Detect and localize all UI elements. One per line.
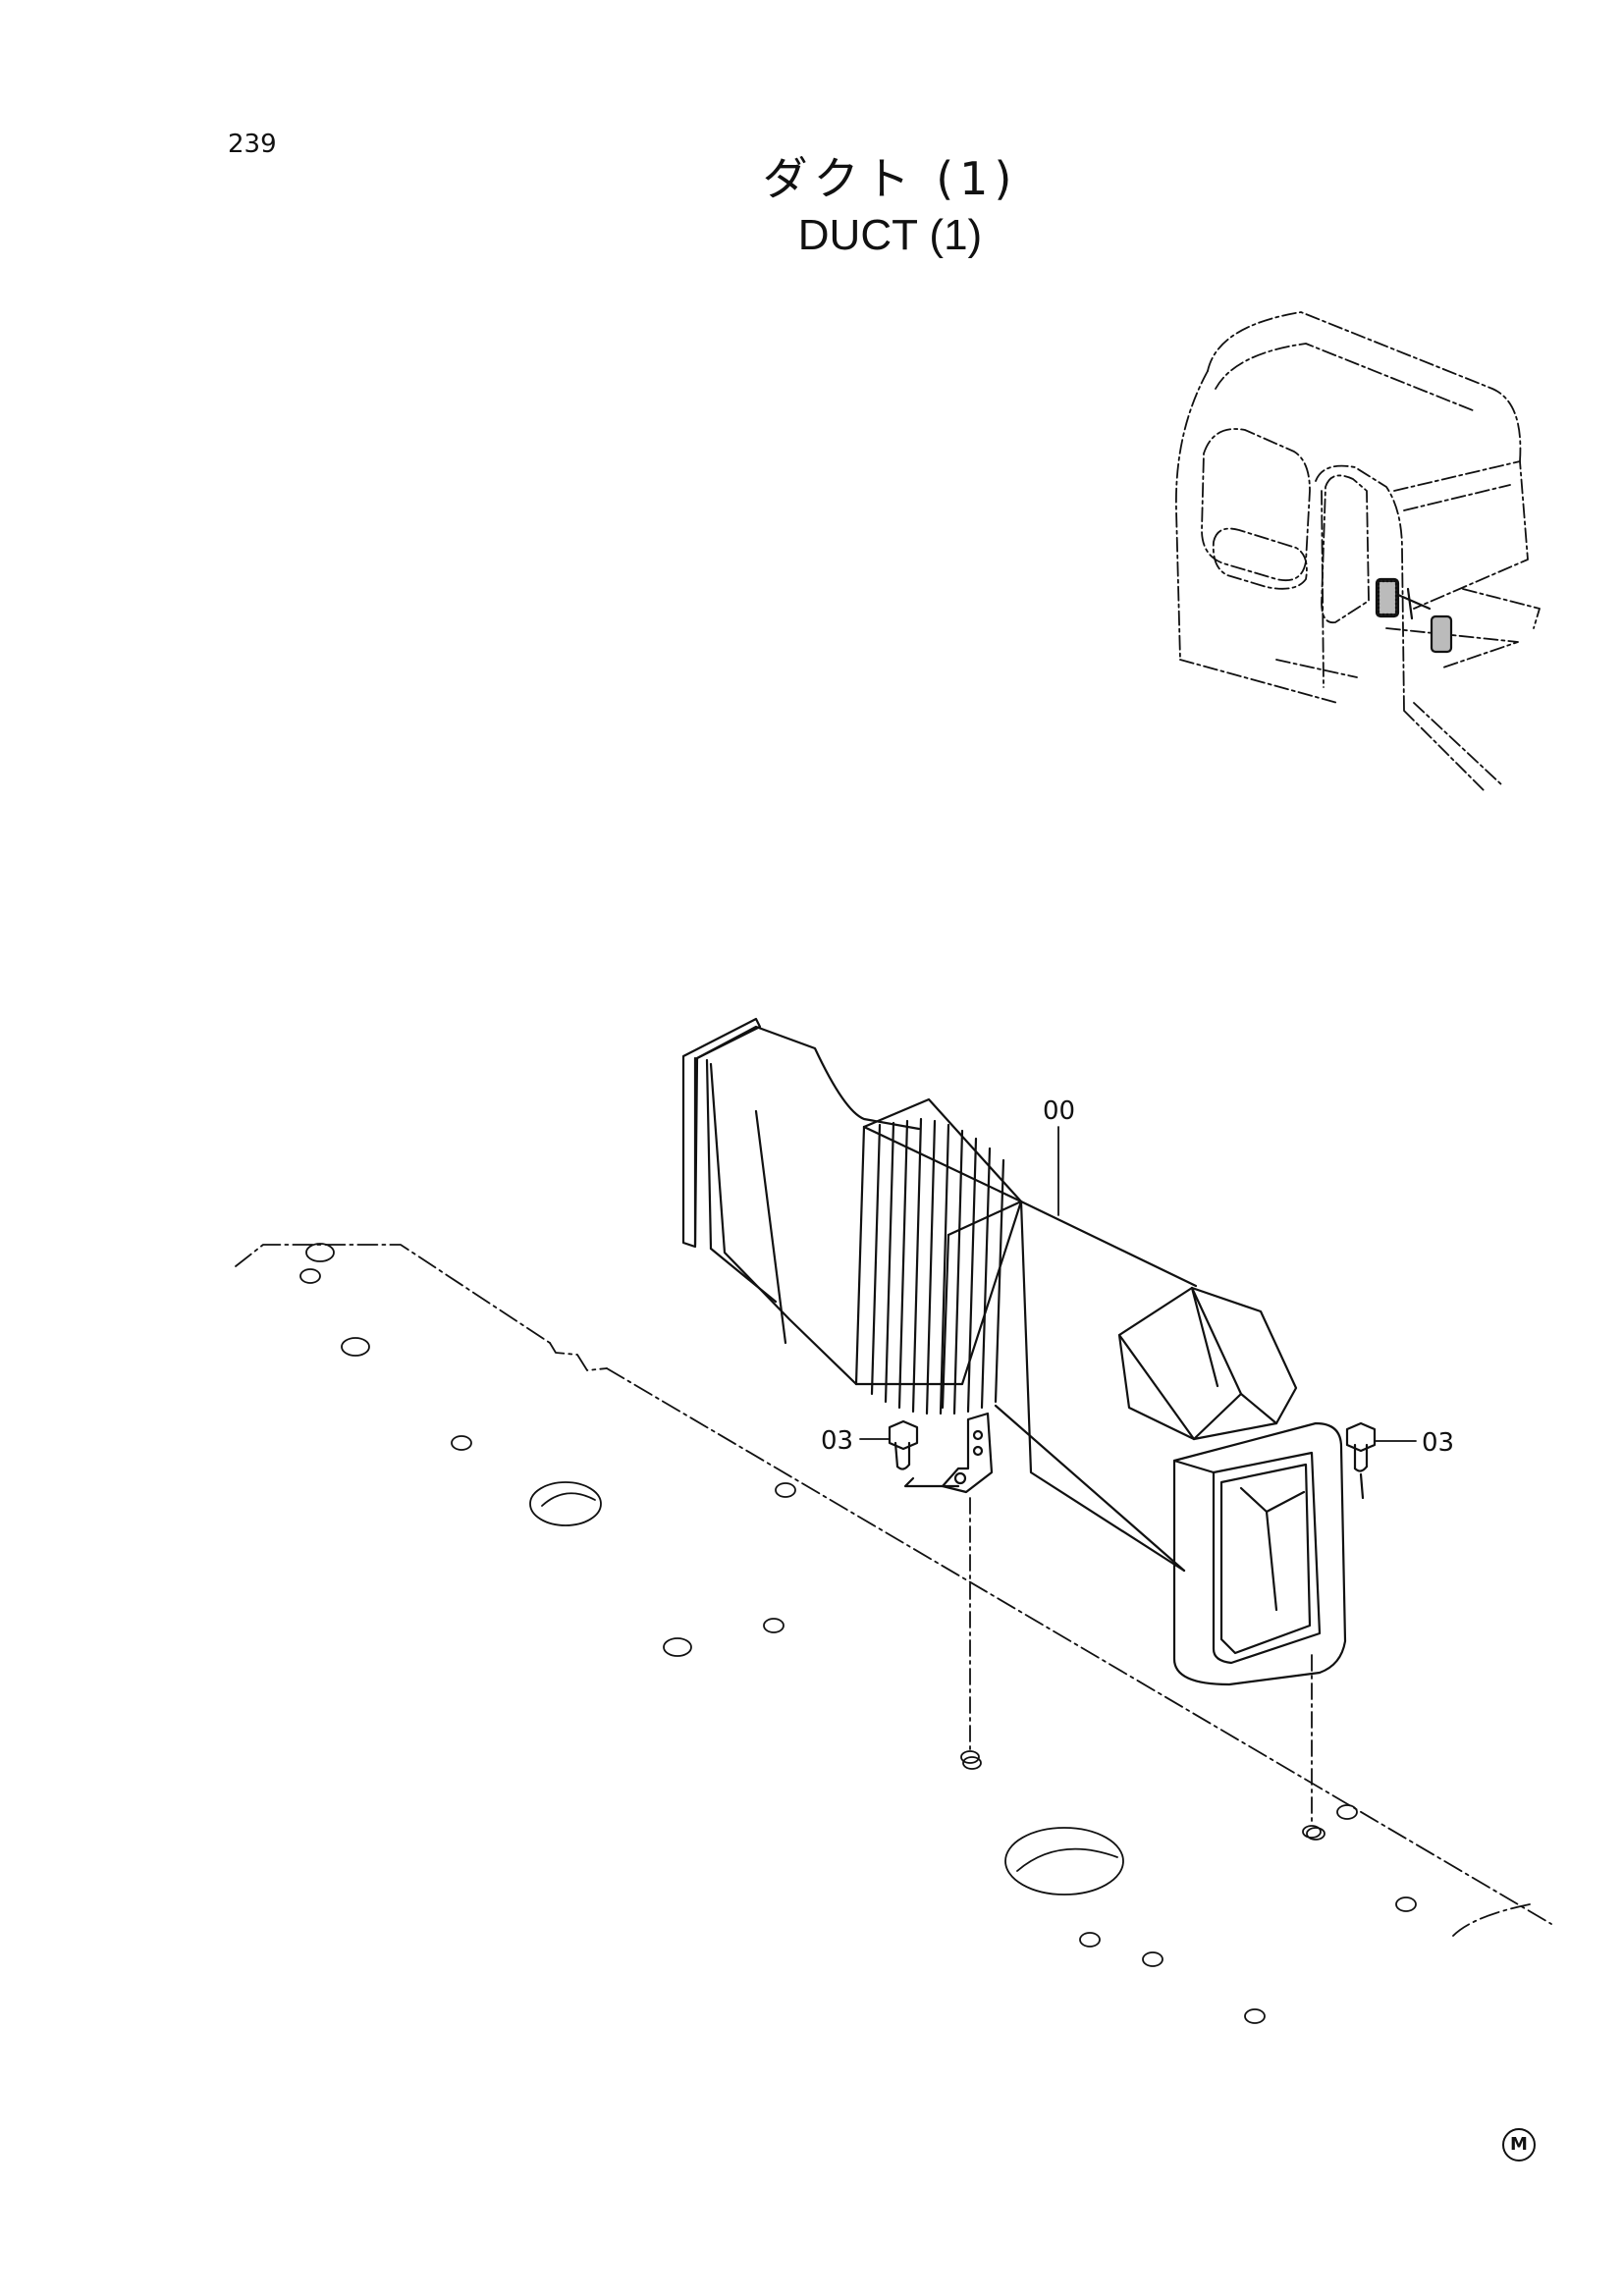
floor-plate-holes [299, 1243, 1417, 2024]
part-label-bolt-left: 03 [821, 1426, 853, 1456]
duct-assembly [681, 1017, 1347, 1686]
floor-plate [235, 1244, 1552, 1937]
cab-duct-highlight [1375, 577, 1453, 654]
title-english: DUCT (1) [797, 211, 983, 259]
bracket [941, 1412, 994, 1494]
fastener-axes [969, 1497, 1313, 1827]
bolt-left-icon [888, 1419, 960, 1488]
axis-end-holes [960, 1750, 1322, 1839]
part-label-duct: 00 [1043, 1096, 1075, 1126]
cab-overview [1175, 311, 1541, 792]
part-label-bolt-right: 03 [1422, 1428, 1454, 1458]
page-number: 239 [228, 130, 277, 159]
title-block: ダクト (1) DUCT (1) [0, 149, 1623, 263]
footer-mark: M [1502, 2128, 1536, 2162]
leader-lines [859, 1126, 1417, 1442]
bolt-right-icon [1345, 1421, 1377, 1500]
title-japanese: ダクト (1) [762, 152, 1018, 205]
